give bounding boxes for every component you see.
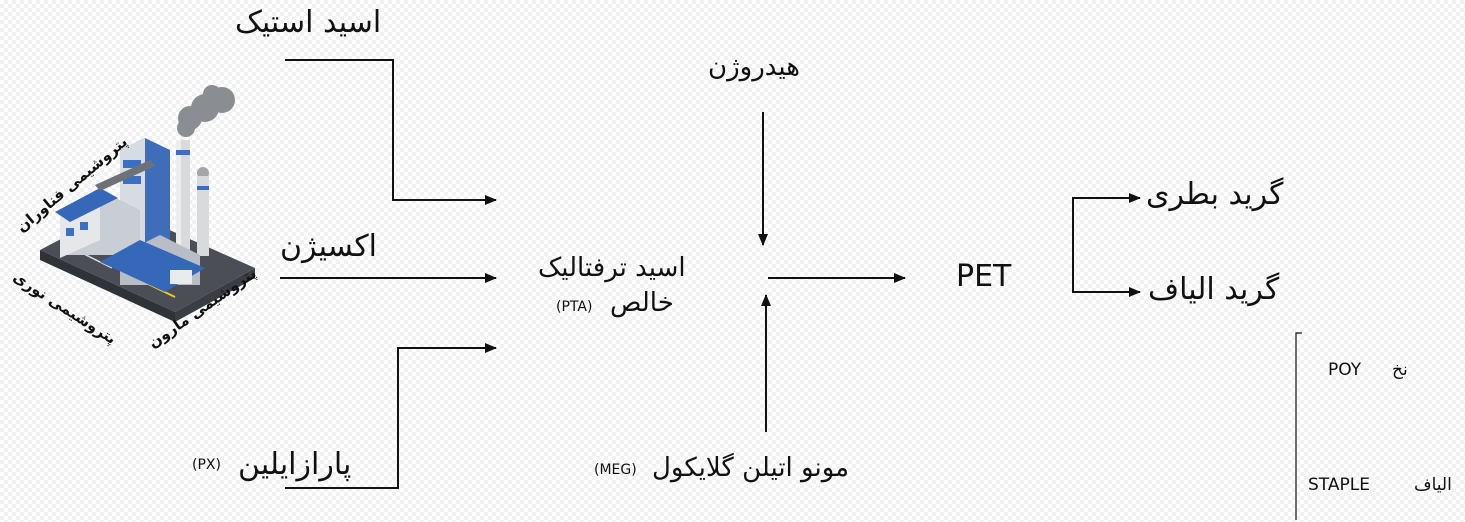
arrow-acetic-to-pta — [285, 59, 497, 205]
arrow-px-to-pta — [285, 343, 497, 489]
factory-illustration: پتروشیمی فناوران پتروشیمی نوری پتروشیمی … — [9, 85, 260, 353]
label-staple-code: STAPLE — [1308, 475, 1370, 495]
label-meg: مونو اتیلن گلایکول — [652, 453, 850, 483]
fiber-bracket — [1295, 332, 1302, 520]
label-meg-abbr: (MEG) — [594, 462, 637, 478]
label-grade-fiber: گرید الیاف — [1148, 272, 1280, 307]
label-hydrogen: هیدروژن — [708, 52, 800, 82]
label-paraxylene-abbr: (PX) — [192, 457, 221, 473]
label-pta-line1: اسید ترفتالیک — [538, 253, 686, 283]
arrow-pet-to-fiber — [1072, 250, 1141, 297]
label-staple-word: الیاف — [1414, 475, 1452, 495]
label-grade-bottle: گرید بطری — [1146, 177, 1284, 212]
label-paraxylene: پارازایلین — [238, 447, 352, 482]
smoke-cloud — [177, 85, 235, 179]
label-acetic-acid: اسید استیک — [235, 5, 382, 40]
label-pta-abbr: (PTA) — [556, 299, 593, 315]
label-oxygen: اکسیژن — [280, 229, 378, 264]
label-pet: PET — [956, 259, 1012, 294]
label-poy-code: POY — [1328, 360, 1362, 380]
label-poy-word: نخ — [1392, 360, 1408, 380]
arrow-pet-to-bottle — [1072, 193, 1141, 292]
label-pta-line2: خالص — [610, 288, 674, 318]
